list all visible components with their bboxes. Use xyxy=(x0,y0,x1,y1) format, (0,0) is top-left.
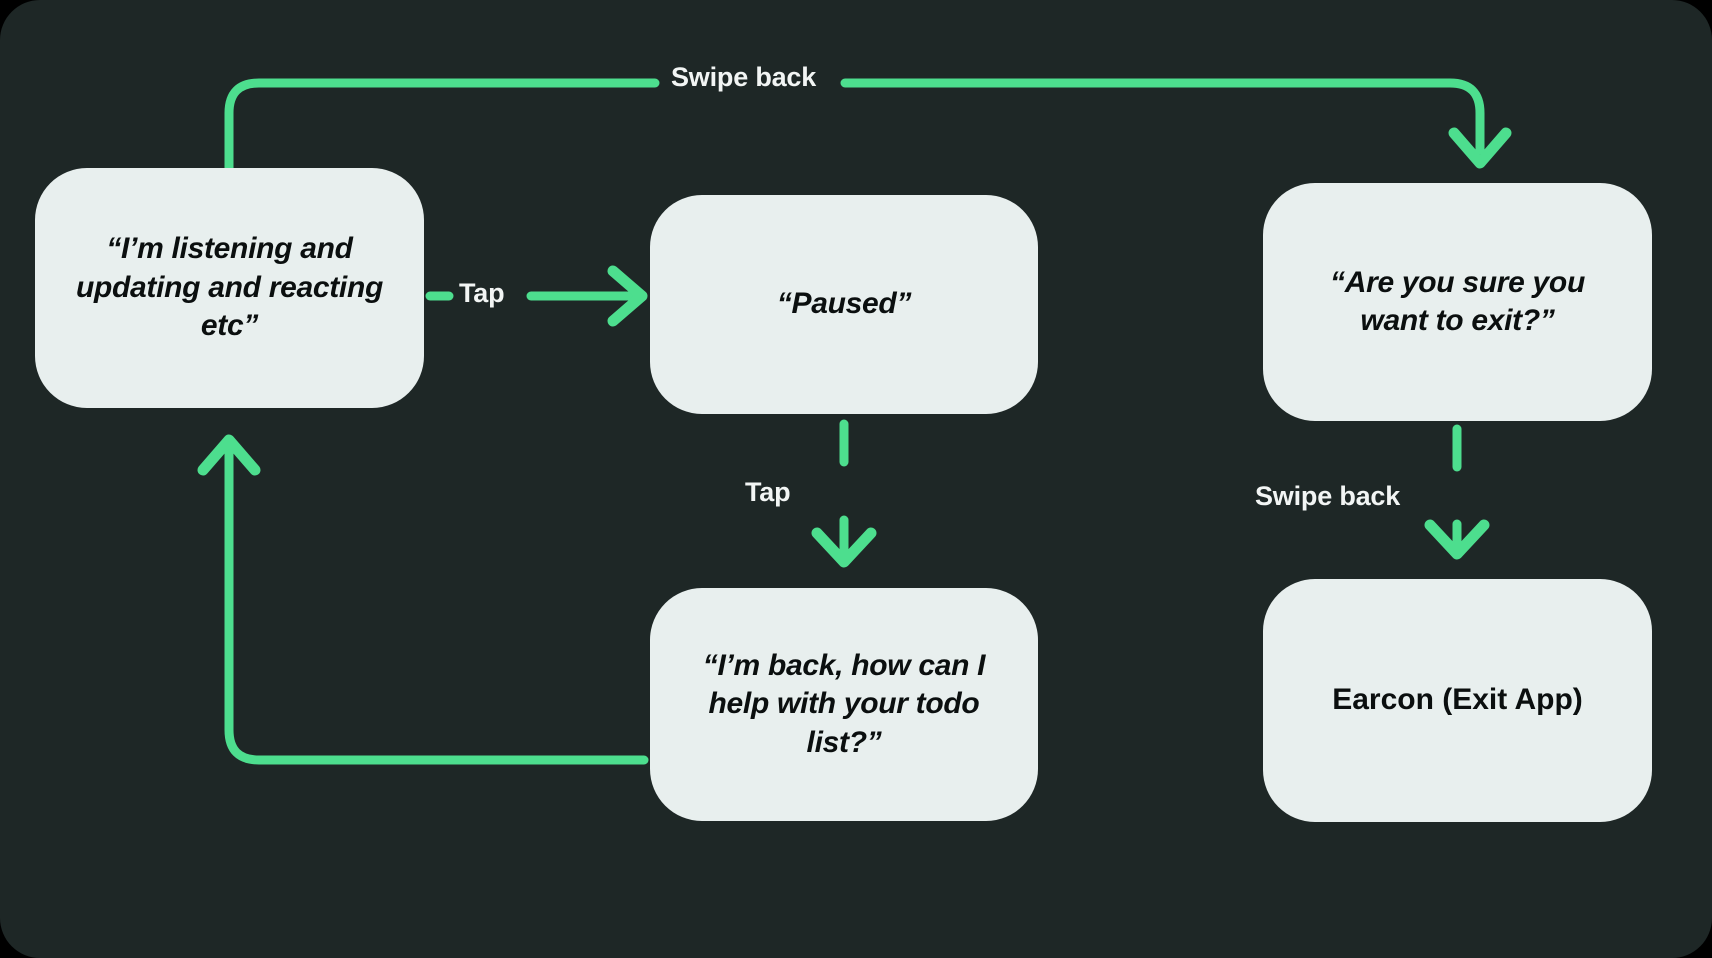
node-listening[interactable]: “I’m listening and updating and reacting… xyxy=(35,168,424,408)
edge-paused-to-back xyxy=(811,419,877,568)
edge-listening-to-confirm xyxy=(224,78,1512,177)
edge-label-swipe-back-confirm-to-earcon: Swipe back xyxy=(1255,481,1401,511)
node-paused[interactable]: “Paused” xyxy=(650,195,1038,414)
edge-label-tap-paused-to-back: Tap xyxy=(745,477,791,507)
node-listening-label: “I’m listening and updating and reacting… xyxy=(75,232,384,343)
edge-confirm-to-earcon xyxy=(1424,424,1490,560)
node-confirm-exit-label: “Are you sure you want to exit?” xyxy=(1330,265,1585,337)
node-back[interactable]: “I’m back, how can I help with your todo… xyxy=(650,588,1038,821)
edge-label-swipe-back-top: Swipe back xyxy=(671,62,817,92)
node-confirm-exit[interactable]: “Are you sure you want to exit?” xyxy=(1263,183,1652,421)
node-paused-label: “Paused” xyxy=(776,287,912,321)
edge-back-to-listening xyxy=(197,434,649,765)
node-earcon-label: Earcon (Exit App) xyxy=(1332,683,1583,717)
node-earcon[interactable]: Earcon (Exit App) xyxy=(1263,579,1652,822)
edge-label-tap-listening-to-paused: Tap xyxy=(459,278,505,308)
node-back-label: “I’m back, how can I help with your todo… xyxy=(702,648,986,759)
